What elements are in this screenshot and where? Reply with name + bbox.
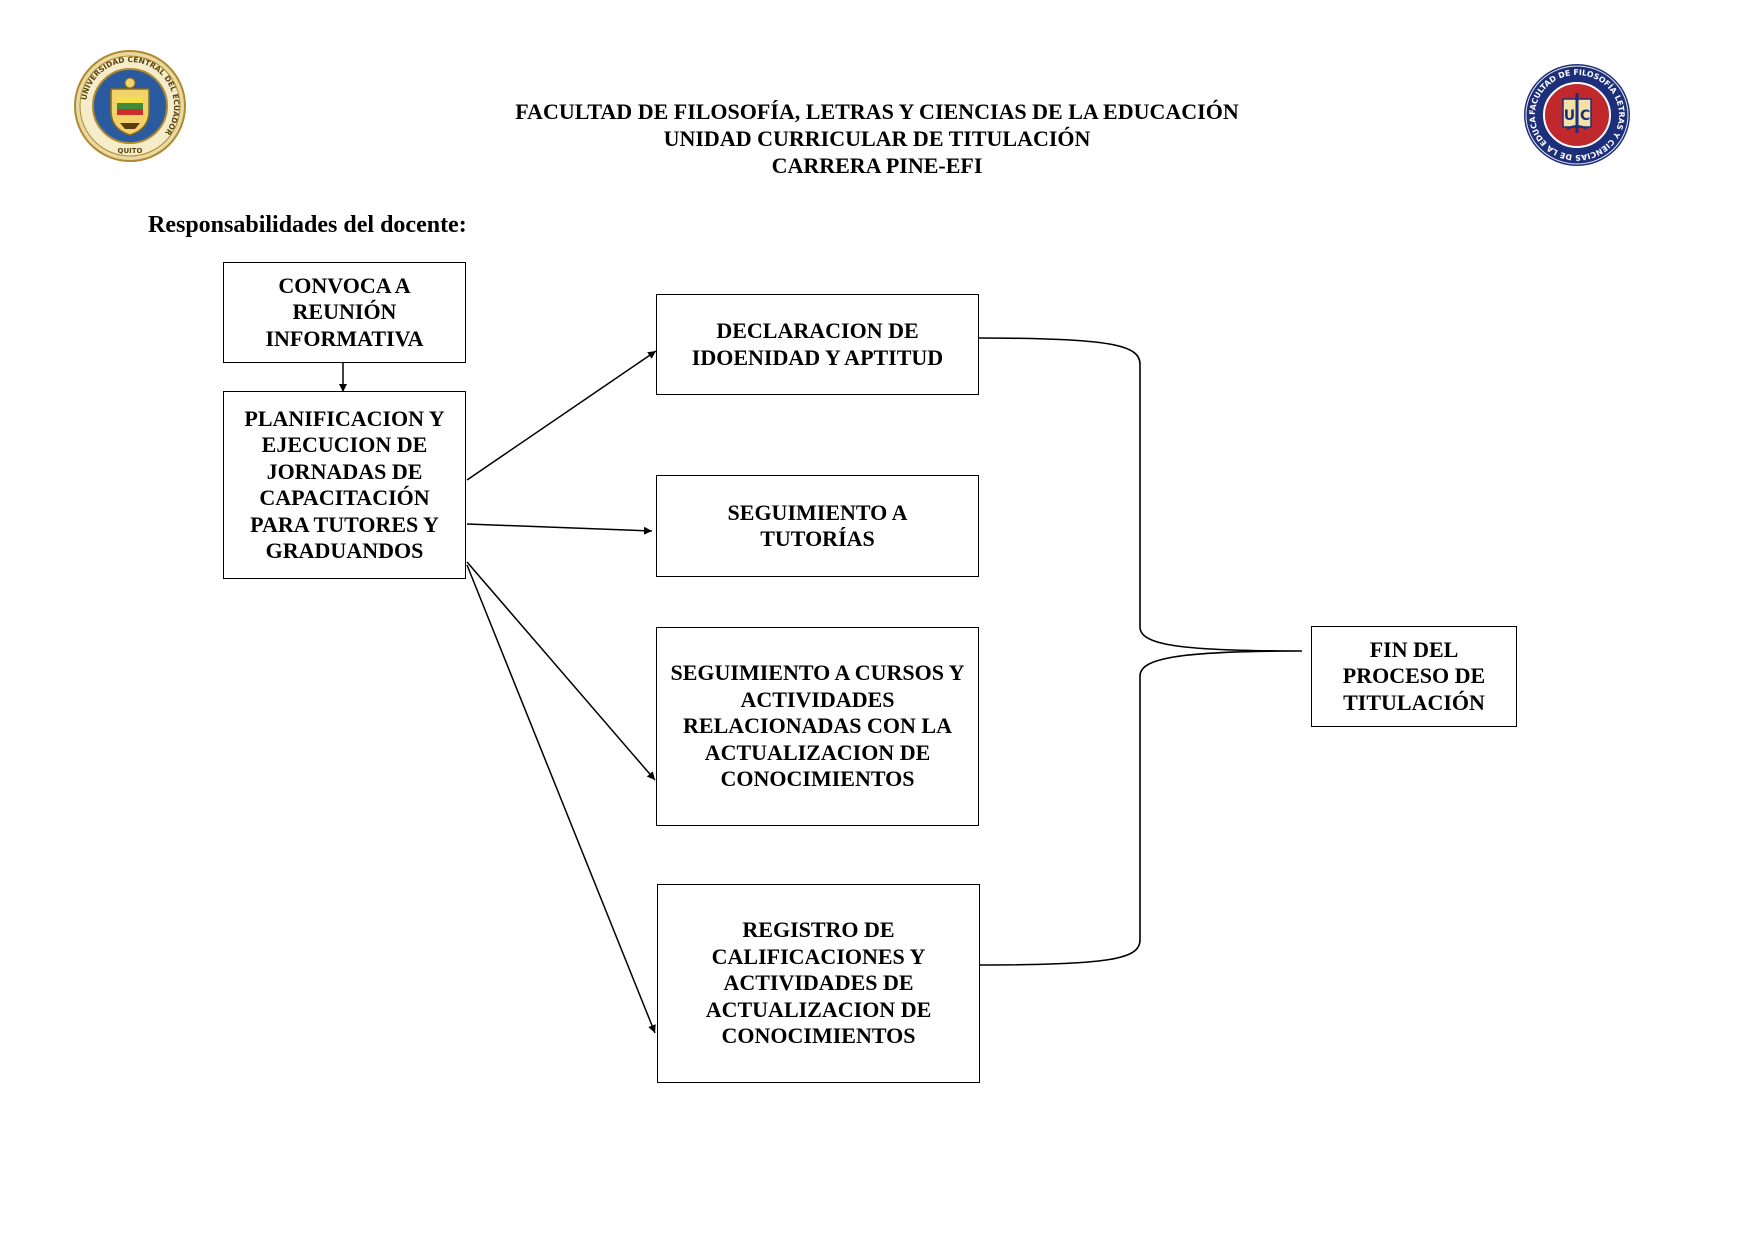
arrow-to-declaracion	[466, 350, 657, 481]
node-seguimiento-tutorias: SEGUIMIENTO A TUTORÍAS	[656, 475, 979, 577]
brace-to-fin	[978, 337, 1303, 966]
node-registro: REGISTRO DE CALIFICACIONES Y ACTIVIDADES…	[657, 884, 980, 1083]
document-header: FACULTAD DE FILOSOFÍA, LETRAS Y CIENCIAS…	[0, 98, 1754, 179]
node-seguimiento-tutorias-label: SEGUIMIENTO A TUTORÍAS	[727, 499, 908, 552]
node-declaracion: DECLARACION DE IDOENIDAD Y APTITUD	[656, 294, 979, 395]
header-unit: UNIDAD CURRICULAR DE TITULACIÓN	[663, 126, 1091, 151]
node-declaracion-label: DECLARACION DE IDOENIDAD Y APTITUD	[691, 318, 944, 370]
node-planificacion: PLANIFICACION Y EJECUCION DE JORNADAS DE…	[223, 391, 466, 579]
node-convoca: CONVOCA A REUNIÓN INFORMATIVA	[223, 262, 466, 363]
facultad-filosofia-seal-icon: FACULTAD DE FILOSOFÍA LETRAS Y CIENCIAS …	[1523, 63, 1630, 166]
seal-bottom-text: QUITO	[118, 147, 143, 155]
node-seguimiento-cursos: SEGUIMIENTO A CURSOS Y ACTIVIDADES RELAC…	[656, 627, 979, 826]
section-title: Responsabilidades del docente:	[148, 212, 467, 238]
node-fin: FIN DEL PROCESO DE TITULACIÓN	[1311, 626, 1517, 727]
node-seguimiento-cursos-label: SEGUIMIENTO A CURSOS Y ACTIVIDADES RELAC…	[670, 660, 965, 792]
header-career: CARRERA PINE-EFI	[771, 153, 983, 178]
node-fin-label: FIN DEL PROCESO DE TITULACIÓN	[1342, 636, 1486, 715]
arrow-to-seguimiento-tutorias	[466, 523, 653, 535]
universidad-central-seal-icon: UNIVERSIDAD CENTRAL DEL ECUADOR QUITO	[74, 50, 186, 162]
node-planificacion-label: PLANIFICACION Y EJECUCION DE JORNADAS DE…	[244, 405, 445, 564]
node-registro-label: REGISTRO DE CALIFICACIONES Y ACTIVIDADES…	[705, 917, 932, 1049]
header-faculty: FACULTAD DE FILOSOFÍA, LETRAS Y CIENCIAS…	[515, 99, 1239, 124]
arrow-to-seguimiento-cursos	[466, 561, 656, 781]
arrow-to-registro	[466, 564, 656, 1034]
node-convoca-label: CONVOCA A REUNIÓN INFORMATIVA	[265, 272, 424, 351]
seal-center-text: U C	[1564, 108, 1591, 124]
